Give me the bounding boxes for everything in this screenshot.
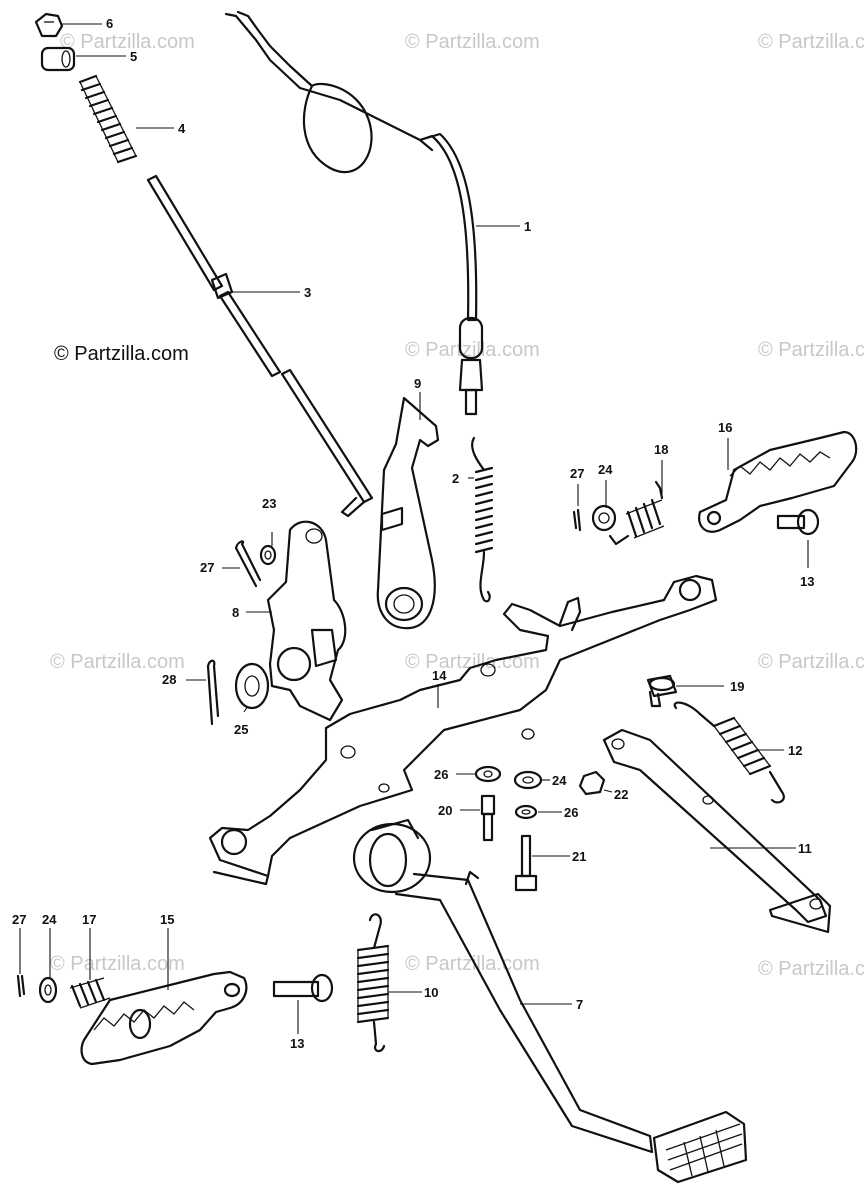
callout-13: 13 xyxy=(800,574,814,589)
brake-rod-icon xyxy=(146,174,374,518)
arm-icon xyxy=(266,520,347,722)
spring-icon xyxy=(69,977,111,1009)
callout-27: 27 xyxy=(570,466,584,481)
callout-13: 13 xyxy=(290,1036,304,1051)
pin-icon xyxy=(776,508,820,536)
cotter-pin-icon xyxy=(234,540,262,588)
callout-26: 26 xyxy=(434,767,448,782)
callout-26: 26 xyxy=(564,805,578,820)
bolt-icon xyxy=(514,834,538,892)
spring-icon xyxy=(673,701,785,804)
pin-icon xyxy=(646,674,678,708)
callout-12: 12 xyxy=(788,743,802,758)
callout-8: 8 xyxy=(232,605,239,620)
spring-icon xyxy=(471,436,494,603)
callout-10: 10 xyxy=(424,985,438,1000)
callout-15: 15 xyxy=(160,912,174,927)
leader-lines xyxy=(19,23,809,1034)
spring-icon xyxy=(608,480,665,546)
callout-19: 19 xyxy=(730,679,744,694)
washer-icon xyxy=(259,544,277,566)
washer-icon xyxy=(591,504,617,532)
callout-24: 24 xyxy=(598,462,613,477)
watermark: © Partzilla.com xyxy=(758,651,864,673)
watermarks: © Partzilla.com © Partzilla.com © Partzi… xyxy=(50,31,864,980)
washer-icon xyxy=(514,804,538,820)
callout-17: 17 xyxy=(82,912,96,927)
watermark: © Partzilla.com xyxy=(50,953,185,975)
footpeg-icon xyxy=(698,430,858,533)
callout-24: 24 xyxy=(42,912,57,927)
callout-20: 20 xyxy=(438,803,452,818)
nut-icon xyxy=(578,770,606,796)
washer-icon xyxy=(234,662,270,710)
callout-27: 27 xyxy=(200,560,214,575)
stopper-plate-icon xyxy=(376,396,440,630)
callout-2: 2 xyxy=(452,471,459,486)
copyright-notice: © Partzilla.com xyxy=(54,343,189,365)
watermark: © Partzilla.com xyxy=(60,31,195,53)
callout-18: 18 xyxy=(654,442,668,457)
callout-28: 28 xyxy=(162,672,176,687)
cotter-pin-icon xyxy=(572,508,582,532)
pin-icon xyxy=(272,973,334,1003)
callout-9: 9 xyxy=(414,376,421,391)
callout-5: 5 xyxy=(130,49,137,64)
bolt-icon xyxy=(480,794,496,842)
brake-light-switch-cable-icon xyxy=(224,10,484,416)
watermark: © Partzilla.com xyxy=(405,31,540,53)
cotter-pin-icon xyxy=(206,659,220,726)
callout-25: 25 xyxy=(234,722,248,737)
watermark: © Partzilla.com xyxy=(758,958,864,980)
footpeg-icon xyxy=(80,970,248,1066)
step-bar-icon xyxy=(208,574,718,886)
callout-labels: 6 5 4 3 1 9 2 23 27 8 28 25 14 27 24 18 … xyxy=(12,16,814,1051)
spring-icon xyxy=(78,74,138,164)
nut-icon xyxy=(34,12,64,38)
watermark: © Partzilla.com xyxy=(50,651,185,673)
callout-27: 27 xyxy=(12,912,26,927)
watermark: © Partzilla.com xyxy=(758,31,864,53)
cotter-pin-icon xyxy=(16,974,26,998)
spring-icon xyxy=(356,913,390,1053)
callout-11: 11 xyxy=(798,841,812,856)
callout-6: 6 xyxy=(106,16,113,31)
watermark: © Partzilla.com xyxy=(405,339,540,361)
callout-4: 4 xyxy=(178,121,186,136)
watermark: © Partzilla.com xyxy=(405,651,540,673)
callout-22: 22 xyxy=(614,787,628,802)
brake-pedal-icon xyxy=(352,818,748,1184)
callout-7: 7 xyxy=(576,997,583,1012)
side-stand-icon xyxy=(602,728,832,934)
washer-icon xyxy=(513,770,543,790)
callout-3: 3 xyxy=(304,285,311,300)
callout-16: 16 xyxy=(718,420,732,435)
washer-icon xyxy=(38,976,58,1004)
watermark: © Partzilla.com xyxy=(758,339,864,361)
callout-24: 24 xyxy=(552,773,567,788)
callout-23: 23 xyxy=(262,496,276,511)
callout-21: 21 xyxy=(572,849,586,864)
callout-1: 1 xyxy=(524,219,531,234)
watermark: © Partzilla.com xyxy=(405,953,540,975)
washer-icon xyxy=(474,765,502,783)
callout-14: 14 xyxy=(432,668,447,683)
joint-icon xyxy=(40,46,76,72)
